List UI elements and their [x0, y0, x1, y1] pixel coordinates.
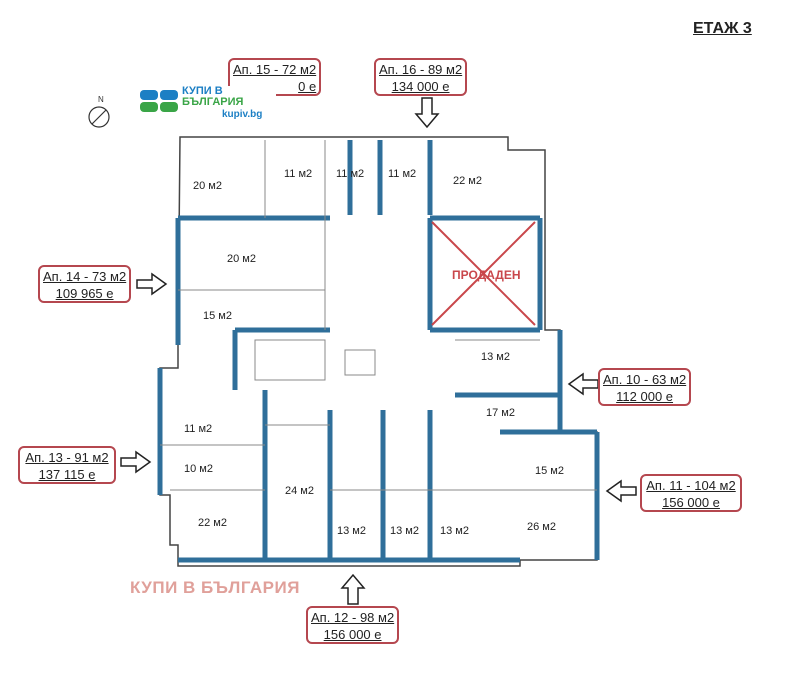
sold-label: ПРОДАДЕН: [452, 268, 521, 282]
apartment-title: Ап. 15 - 72 м2: [233, 62, 317, 77]
arrow-right-icon: [136, 272, 168, 296]
arrow-left-icon: [605, 479, 637, 503]
apartment-title: Ап. 12 - 98 м2: [311, 610, 395, 625]
apartment-title: Ап. 14 - 73 м2: [43, 269, 127, 284]
room-area: 11 м2: [184, 423, 212, 435]
interior-walls: [160, 140, 597, 491]
apartment-title: Ап. 10 - 63 м2: [603, 372, 687, 387]
room-area: 13 м2: [481, 351, 510, 363]
logo-mark-icon: [140, 90, 178, 112]
room-area: 17 м2: [486, 407, 515, 419]
arrow-left-icon: [567, 372, 599, 396]
apartment-price: 112 000 е: [616, 389, 674, 404]
room-area: 24 м2: [285, 485, 314, 497]
room-area: 20 м2: [193, 180, 222, 192]
room-area: 26 м2: [527, 521, 556, 533]
room-area: 20 м2: [227, 253, 256, 265]
room-area: 11 м2: [284, 168, 312, 180]
svg-text:N: N: [98, 95, 104, 104]
room-area: 11 м2: [336, 168, 364, 180]
watermark: КУПИ В БЪЛГАРИЯ: [130, 578, 300, 597]
room-area: 13 м2: [337, 525, 366, 537]
apartment-callout-12[interactable]: Ап. 12 - 98 м2 156 000 е: [306, 606, 400, 644]
apartment-price: 134 000 е: [391, 79, 450, 94]
room-area: 11 м2: [388, 168, 416, 180]
kupiv-logo: КУПИ В БЪЛГАРИЯ kupiv.bg: [140, 86, 276, 126]
apartment-callout-14[interactable]: Ап. 14 - 73 м2 109 965 е: [38, 265, 132, 303]
apartment-title: Ап. 11 - 104 м2: [646, 478, 736, 493]
room-area: 13 м2: [440, 525, 469, 537]
room-area: 15 м2: [203, 310, 232, 322]
logo-text: КУПИ В: [182, 85, 223, 97]
apartment-price: 0 е: [298, 79, 317, 94]
apartment-title: Ап. 13 - 91 м2: [25, 450, 109, 465]
structural-walls: [157, 140, 600, 563]
sold-cross: [431, 221, 536, 326]
apartment-callout-13[interactable]: Ап. 13 - 91 м2 137 115 е: [18, 446, 116, 484]
apartment-price: 137 115 е: [38, 467, 96, 482]
floor-label: ЕТАЖ 3: [693, 20, 752, 37]
room-area: 13 м2: [390, 525, 419, 537]
apartment-title: Ап. 16 - 89 м2: [379, 62, 463, 77]
apartment-callout-10[interactable]: Ап. 10 - 63 м2 112 000 е: [598, 368, 692, 406]
logo-site: kupiv.bg: [222, 109, 263, 120]
room-area: 22 м2: [453, 175, 482, 187]
room-area: 22 м2: [198, 517, 227, 529]
room-area: 15 м2: [535, 465, 564, 477]
apartment-price: 109 965 е: [55, 286, 114, 301]
compass-icon: N: [88, 95, 110, 128]
apartment-callout-16[interactable]: Ап. 16 - 89 м2 134 000 е: [374, 58, 468, 96]
room-area: 10 м2: [184, 463, 213, 475]
apartment-price: 156 000 е: [662, 495, 720, 510]
logo-text: БЪЛГАРИЯ: [182, 96, 244, 108]
apartment-callout-11[interactable]: Ап. 11 - 104 м2 156 000 е: [640, 474, 742, 512]
arrow-right-icon: [120, 450, 152, 474]
apartment-price: 156 000 е: [323, 627, 382, 642]
arrow-down-icon: [414, 97, 440, 129]
arrow-up-icon: [340, 573, 366, 605]
